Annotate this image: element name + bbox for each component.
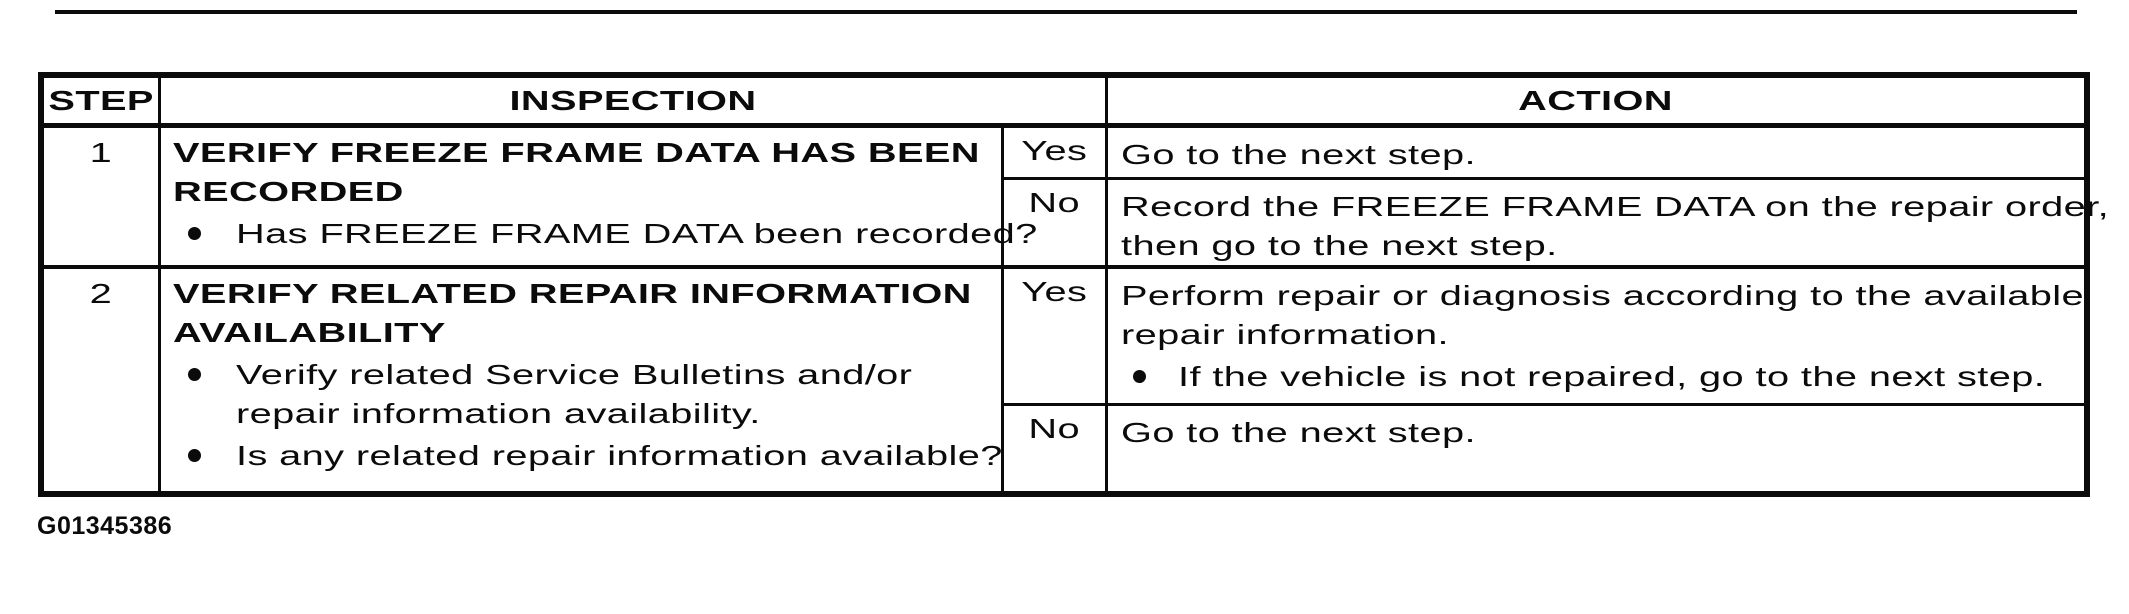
inspection-title-line: VERIFY FREEZE FRAME DATA HAS BEEN xyxy=(173,137,980,168)
action-cell: Record the FREEZE FRAME DATA on the repa… xyxy=(1108,180,2110,269)
action-line: Perform repair or diagnosis according to… xyxy=(1121,280,2084,311)
inspection-header-label: INSPECTION xyxy=(509,84,757,116)
step-number-cell: 2 xyxy=(44,269,161,491)
no-label: No xyxy=(1028,413,1081,444)
action-bullet: If the vehicle is not repaired, go to th… xyxy=(1121,357,2084,396)
inspection-cell: VERIFY FREEZE FRAME DATA HAS BEEN RECORD… xyxy=(161,128,1038,269)
inspection-cell: VERIFY RELATED REPAIR INFORMATION AVAILA… xyxy=(161,269,1004,491)
top-rule xyxy=(55,10,2077,14)
troubleshooting-table: STEP INSPECTION ACTION 1 VERIFY FREEZE F… xyxy=(38,72,2110,497)
yes-label: Yes xyxy=(1021,135,1088,166)
bullet-text: Has FREEZE FRAME DATA been recorded? xyxy=(236,218,1038,249)
inspection-title-line: AVAILABILITY xyxy=(173,317,446,348)
yes-cell: Yes xyxy=(1004,128,1108,180)
bullet-text: If the vehicle is not repaired, go to th… xyxy=(1178,361,2046,392)
inspection-title-line: VERIFY RELATED REPAIR INFORMATION xyxy=(173,278,972,309)
no-cell: No xyxy=(1004,180,1108,269)
action-line: Go to the next step. xyxy=(1121,417,1476,448)
step-column-header: STEP xyxy=(44,78,161,128)
bullet-dot-icon xyxy=(188,368,201,381)
step-number: 1 xyxy=(89,137,113,168)
no-label: No xyxy=(1028,187,1081,218)
bullet-text: Is any related repair information availa… xyxy=(236,440,1003,471)
inspection-bullet: Has FREEZE FRAME DATA been recorded? xyxy=(161,214,1038,253)
step-number: 2 xyxy=(89,278,113,309)
yes-label: Yes xyxy=(1021,276,1088,307)
no-cell: No xyxy=(1004,406,1108,491)
inspection-title-line: RECORDED xyxy=(173,176,404,207)
figure-code: G01345386 xyxy=(37,512,173,540)
bullet-dot-icon xyxy=(188,449,201,462)
bullet-dot-icon xyxy=(1133,370,1146,383)
step-header-label: STEP xyxy=(48,84,154,116)
step-number-cell: 1 xyxy=(44,128,161,269)
action-cell: Go to the next step. xyxy=(1108,406,2084,491)
action-line: Go to the next step. xyxy=(1121,139,1476,170)
action-line: Record the FREEZE FRAME DATA on the repa… xyxy=(1121,191,2110,222)
yes-cell: Yes xyxy=(1004,269,1108,406)
bullet-dot-icon xyxy=(188,227,201,240)
inspection-column-header: INSPECTION xyxy=(161,78,1108,128)
action-cell: Perform repair or diagnosis according to… xyxy=(1108,269,2084,406)
action-cell: Go to the next step. xyxy=(1108,128,2084,180)
action-line: repair information. xyxy=(1121,319,1449,350)
inspection-bullet: Verify related Service Bulletins and/or … xyxy=(161,355,1001,433)
action-line: then go to the next step. xyxy=(1121,230,1558,261)
bullet-text: Verify related Service Bulletins and/or … xyxy=(236,359,913,429)
inspection-bullet: Is any related repair information availa… xyxy=(161,436,1003,475)
action-column-header: ACTION xyxy=(1108,78,2084,128)
action-header-label: ACTION xyxy=(1518,84,1674,116)
